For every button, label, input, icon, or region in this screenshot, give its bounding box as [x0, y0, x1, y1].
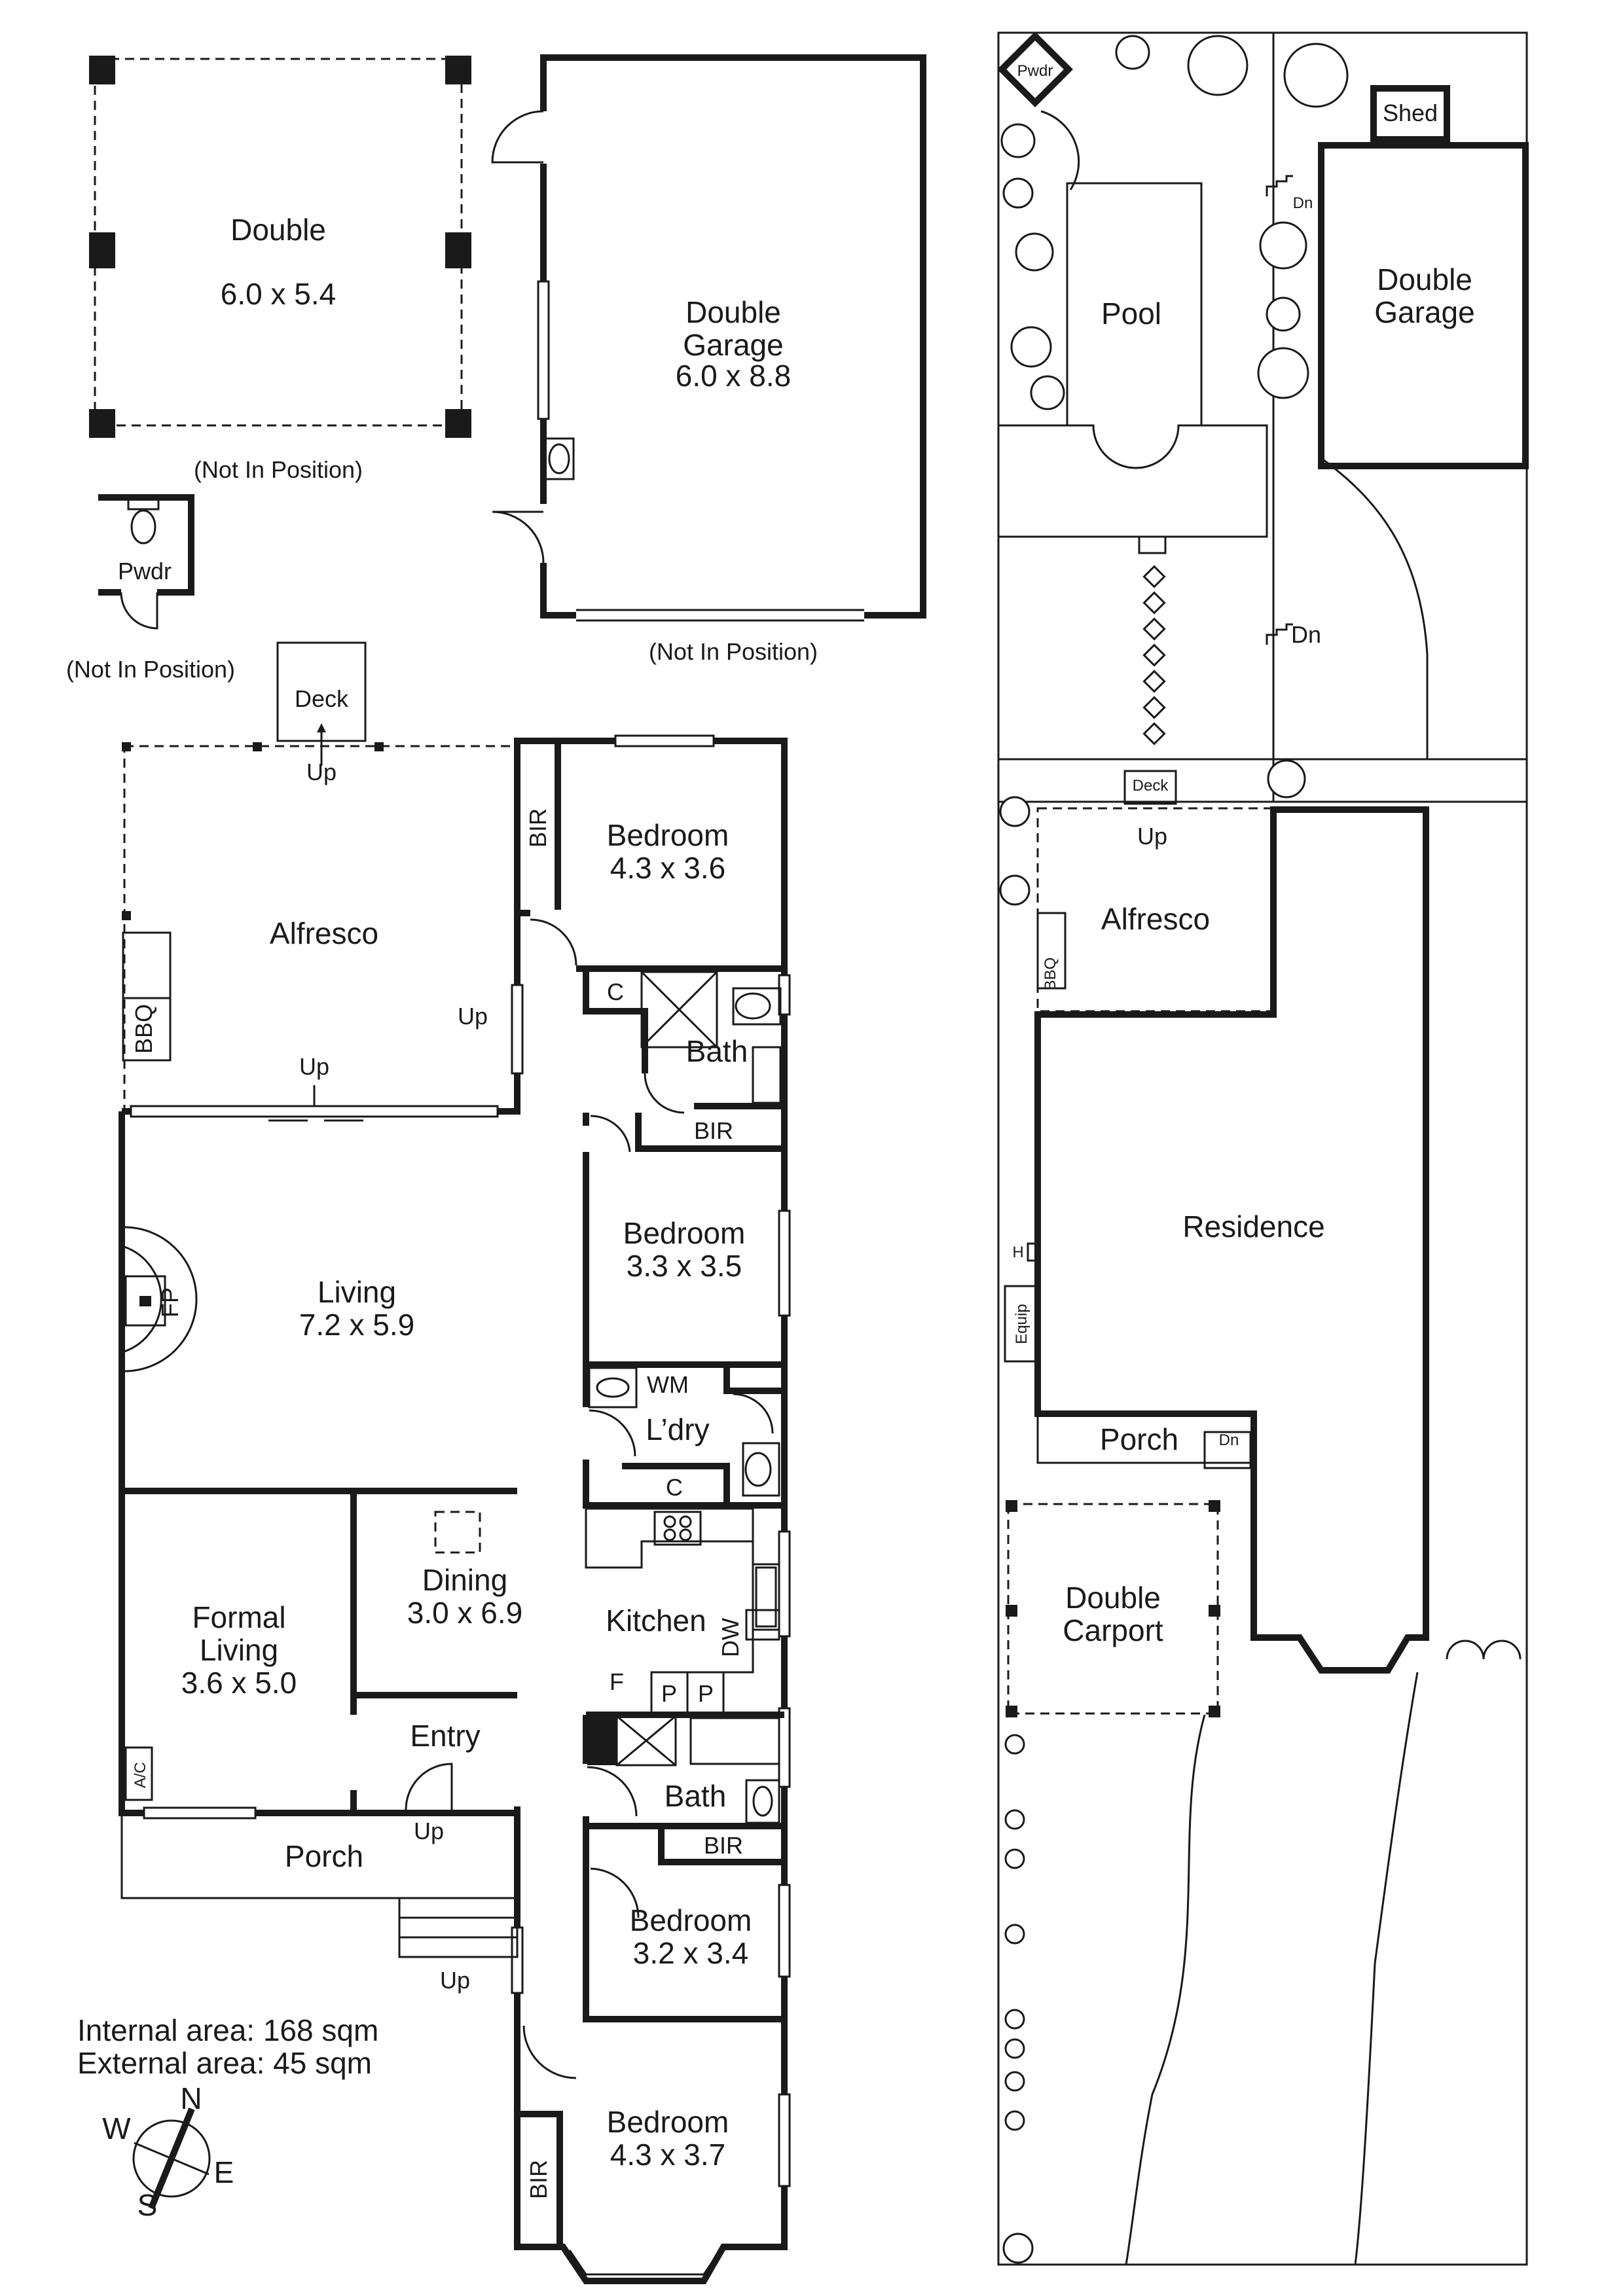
site-residence: Residence	[1182, 1210, 1324, 1244]
garden-trees	[999, 35, 1349, 2264]
deck-up: Up	[306, 759, 337, 785]
garage-size: 6.0 x 8.8	[676, 359, 791, 393]
bedroom-4-size: 4.3 x 3.7	[610, 2138, 725, 2172]
entry-label: Entry	[410, 1719, 480, 1753]
site-h: H	[1012, 1244, 1023, 1261]
bbq-label: BBQ	[130, 1004, 157, 1054]
external-area: External area: 45 sqm	[77, 2046, 372, 2080]
bir-top-label: BIR	[524, 808, 551, 848]
site-deck-up: Up	[1137, 823, 1167, 850]
site-shed: Shed	[1383, 99, 1438, 126]
bedroom-1-name: Bedroom	[607, 818, 729, 852]
dining-size: 3.0 x 6.9	[407, 1596, 522, 1630]
carport-name: Double	[230, 213, 326, 247]
bedroom-2-size: 3.3 x 3.5	[627, 1249, 742, 1283]
p1-label: P	[661, 1680, 677, 1707]
stepping-stones	[1142, 565, 1166, 745]
entry-up: Up	[414, 1818, 444, 1844]
bedroom-1-size: 4.3 x 3.6	[610, 851, 725, 885]
internal-area: Internal area: 168 sqm	[77, 2013, 378, 2047]
bir-3-label: BIR	[704, 1832, 743, 1859]
site-deck: Deck	[1133, 777, 1169, 795]
fp-label: FP	[156, 1287, 183, 1318]
living-size: 7.2 x 5.9	[299, 1308, 414, 1342]
site-pwdr: Pwdr	[1017, 62, 1053, 80]
bir-2-label: BIR	[694, 1117, 733, 1144]
deck-label: Deck	[295, 685, 349, 712]
garage-structure	[491, 54, 926, 622]
site-pool: Pool	[1101, 296, 1161, 331]
f-label: F	[610, 1668, 624, 1695]
powder-note: (Not In Position)	[66, 656, 235, 683]
powder-name: Pwdr	[118, 558, 172, 584]
bedroom-3-name: Bedroom	[630, 1903, 752, 1937]
bedroom-2-name: Bedroom	[623, 1216, 746, 1250]
bedroom-4-name: Bedroom	[607, 2105, 729, 2139]
site-porch: Porch	[1100, 1422, 1178, 1456]
carport-size: 6.0 x 5.4	[221, 277, 336, 311]
alfresco-up-side: Up	[458, 1003, 488, 1030]
compass-e: E	[214, 2155, 234, 2189]
formal-living-size: 3.6 x 5.0	[181, 1666, 297, 1700]
carport-structure	[89, 56, 471, 438]
living-name: Living	[318, 1275, 396, 1309]
deck	[276, 641, 367, 766]
compass-w: W	[102, 2111, 131, 2145]
compass	[132, 2108, 211, 2210]
bir-4-label: BIR	[525, 2160, 552, 2199]
bedroom-3-size: 3.2 x 3.4	[633, 1936, 748, 1970]
kitchen-label: Kitchen	[606, 1604, 706, 1638]
dw-label: DW	[717, 1618, 744, 1657]
laundry-label: L’dry	[646, 1412, 709, 1446]
bath-2-label: Bath	[665, 1779, 727, 1813]
site-dn-1: Dn	[1293, 194, 1313, 212]
dining-name: Dining	[422, 1563, 507, 1597]
powder-structure	[98, 494, 194, 630]
site-equip: Equip	[1013, 1304, 1030, 1344]
compass-s: S	[137, 2188, 158, 2222]
wm-label: WM	[647, 1371, 689, 1398]
c-2-label: C	[666, 1474, 683, 1501]
ac-label: A/C	[132, 1762, 149, 1788]
alfresco-label: Alfresco	[270, 916, 378, 950]
site-bbq: BBQ	[1042, 958, 1059, 991]
carport-note: (Not In Position)	[194, 456, 363, 483]
garage-note: (Not In Position)	[649, 638, 818, 665]
porch-up: Up	[440, 1967, 470, 1994]
site-porch-dn: Dn	[1219, 1431, 1239, 1449]
site-alfresco: Alfresco	[1101, 902, 1210, 936]
porch-label: Porch	[285, 1839, 363, 1873]
alfresco-up-bottom: Up	[299, 1053, 329, 1080]
site-dn-2: Dn	[1291, 621, 1321, 648]
bath-1-label: Bath	[686, 1034, 748, 1068]
p2-label: P	[698, 1680, 714, 1707]
c-1-label: C	[607, 978, 624, 1005]
compass-n: N	[180, 2081, 202, 2115]
